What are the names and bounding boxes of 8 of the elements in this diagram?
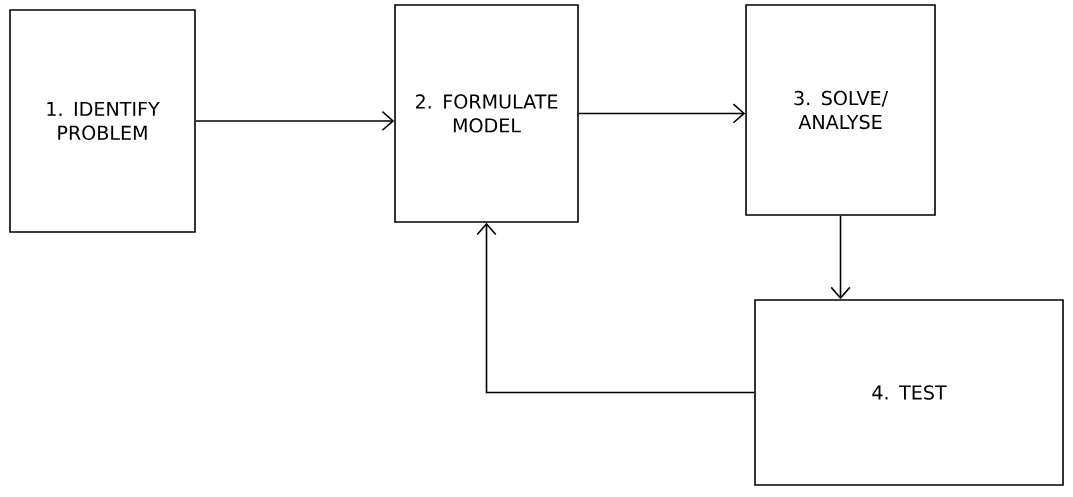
arrow bbox=[476, 222, 755, 394]
process-box: 1. IDENTIFY PROBLEM bbox=[9, 9, 196, 233]
process-box: 3. SOLVE/ ANALYSE bbox=[745, 4, 936, 216]
arrow bbox=[830, 215, 851, 300]
process-box: 2. FORMULATE MODEL bbox=[394, 4, 579, 223]
arrow bbox=[578, 103, 746, 124]
arrow bbox=[195, 110, 395, 132]
process-box: 4. TEST bbox=[754, 299, 1064, 486]
